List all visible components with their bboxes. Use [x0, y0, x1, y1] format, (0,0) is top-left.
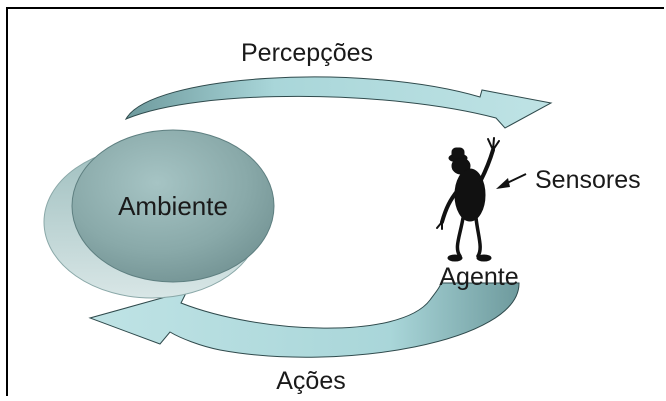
agent-label: Agente — [439, 263, 518, 291]
diagram-border — [6, 7, 664, 396]
perceptions-label: Percepções — [241, 39, 373, 67]
sensors-pointer-arrow — [496, 173, 527, 189]
sensors-label: Sensores — [535, 166, 641, 194]
actions-arrow — [88, 282, 520, 358]
perceptions-arrow — [124, 76, 553, 129]
environment-disc — [43, 129, 275, 299]
agent-figure-icon — [436, 137, 500, 262]
environment-label: Ambiente — [118, 191, 228, 221]
actions-label: Ações — [276, 367, 345, 395]
